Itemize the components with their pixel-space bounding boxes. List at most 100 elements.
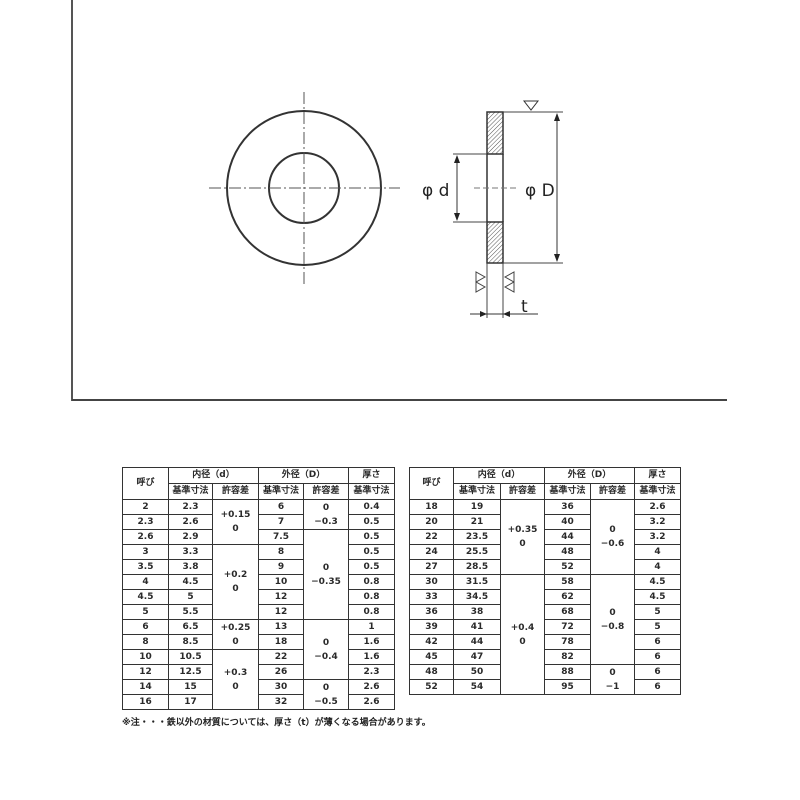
inner-diameter-cell: 47	[453, 649, 501, 665]
tolerance-upper: 0	[322, 682, 330, 693]
thickness-cell: 4	[634, 559, 682, 575]
header-basic-size: 基準寸法	[453, 483, 501, 500]
nominal-size-cell: 45	[409, 649, 454, 665]
tolerance-upper: +0.3	[223, 667, 248, 678]
outer-diameter-cell: 36	[544, 499, 592, 515]
tolerance-upper: +0.35	[507, 525, 538, 535]
tolerance-lower: 0	[232, 636, 239, 647]
outer-diameter-cell: 18	[258, 634, 305, 650]
nominal-size-cell: 10	[122, 649, 169, 665]
inner-diameter-cell: 50	[453, 664, 501, 680]
nominal-size-cell: 16	[122, 694, 169, 710]
tolerance-lower: 0	[519, 539, 526, 549]
outer-diameter-cell: 78	[544, 634, 592, 650]
outer-diameter-cell: 13	[258, 619, 305, 635]
tolerance-upper: 0	[322, 502, 330, 513]
inner-diameter-cell: 44	[453, 634, 501, 650]
nominal-size-cell: 24	[409, 544, 454, 560]
inner-diameter-cell: 12.5	[168, 664, 213, 680]
inner-tolerance-cell: +0.3 0	[211, 649, 260, 710]
outer-diameter-cell: 88	[544, 664, 592, 680]
header-basic-size: 基準寸法	[544, 483, 592, 500]
inner-diameter-label: φ d	[422, 181, 449, 201]
inner-diameter-cell: 25.5	[453, 544, 501, 560]
tolerance-lower: −0.5	[314, 696, 338, 707]
thickness-cell: 2.6	[348, 694, 396, 710]
nominal-size-cell: 27	[409, 559, 454, 575]
tolerance-upper: +0.25	[220, 622, 251, 633]
inner-diameter-cell: 4.5	[168, 574, 213, 590]
inner-diameter-cell: 21	[453, 514, 501, 530]
frame-vertical-border	[71, 0, 73, 401]
nominal-size-cell: 4	[122, 574, 169, 590]
inner-diameter-cell: 17	[168, 694, 213, 710]
header-tolerance: 許容差	[303, 483, 350, 500]
inner-diameter-cell: 10.5	[168, 649, 213, 665]
outer-diameter-cell: 8	[258, 544, 305, 560]
outer-diameter-cell: 48	[544, 544, 592, 560]
header-inner-diameter: 内径（d）	[167, 467, 260, 484]
nominal-size-cell: 2	[122, 499, 169, 515]
nominal-size-cell: 12	[122, 664, 169, 680]
nominal-size-cell: 2.6	[122, 529, 169, 545]
thickness-cell: 6	[634, 679, 682, 695]
thickness-cell: 1.6	[348, 649, 396, 665]
thickness-cell: 4.5	[634, 589, 682, 605]
outer-diameter-cell: 26	[258, 664, 305, 680]
nominal-size-cell: 36	[409, 604, 454, 620]
material-note: ※注・・・鉄以外の材質については、厚さ（t）が薄くなる場合があります。	[122, 718, 431, 728]
inner-diameter-cell: 2.3	[168, 499, 213, 515]
thickness-cell: 4.5	[634, 574, 682, 590]
thickness-cell: 3.2	[634, 529, 682, 545]
section-divider	[72, 399, 727, 401]
header-nominal: 呼び	[122, 467, 169, 500]
inner-diameter-cell: 23.5	[453, 529, 501, 545]
nominal-size-cell: 30	[409, 574, 454, 590]
tolerance-upper: 0	[609, 607, 616, 618]
nominal-size-cell: 3.5	[122, 559, 169, 575]
surface-finish-marks	[475, 271, 515, 293]
washer-side-view	[453, 100, 563, 318]
inner-diameter-cell: 31.5	[453, 574, 501, 590]
nominal-size-cell: 2.3	[122, 514, 169, 530]
thickness-cell: 4	[634, 544, 682, 560]
thickness-cell: 0.5	[348, 559, 396, 575]
outer-diameter-cell: 72	[544, 619, 592, 635]
outer-diameter-label: φ D	[525, 181, 555, 201]
outer-diameter-cell: 30	[258, 679, 305, 695]
thickness-cell: 0.8	[348, 604, 396, 620]
header-basic-size: 基準寸法	[168, 483, 213, 500]
nominal-size-cell: 20	[409, 514, 454, 530]
tolerance-upper: +0.4	[510, 622, 535, 633]
thickness-cell: 6	[634, 649, 682, 665]
outer-tolerance-cell: 0−0.3	[303, 499, 350, 530]
thickness-cell: 1.6	[348, 634, 396, 650]
outer-tolerance-cell: 0−0.4	[303, 619, 350, 680]
outer-tolerance-cell: 0−0.6	[590, 499, 636, 575]
outer-tolerance-cell: 0 −0.5	[303, 679, 350, 710]
nominal-size-cell: 39	[409, 619, 454, 635]
thickness-cell: 2.6	[634, 499, 682, 515]
thickness-cell: 0.8	[348, 589, 396, 605]
inner-diameter-cell: 15	[168, 679, 213, 695]
tolerance-lower: 0	[232, 681, 239, 692]
tolerance-upper: 0	[322, 637, 330, 648]
header-thickness: 厚さ	[348, 467, 396, 484]
